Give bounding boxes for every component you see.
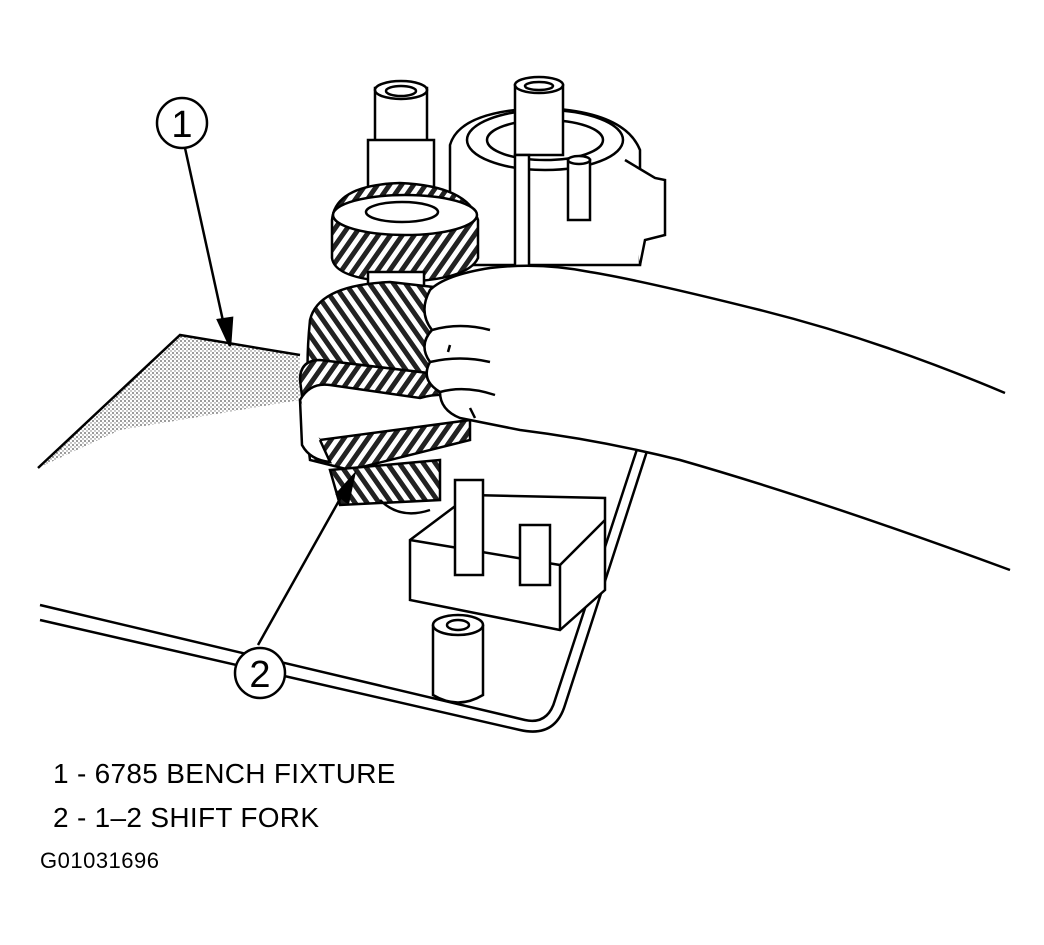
callout-2: 2 (233, 646, 287, 700)
fixture-post (431, 613, 485, 704)
fixture-block (408, 478, 607, 632)
leader-line-1 (183, 147, 234, 347)
callout-1-number: 1 (171, 104, 192, 146)
legend-separator: - (68, 802, 95, 833)
legend-separator: - (68, 758, 95, 789)
legend-item: 1 - 6785 BENCH FIXTURE (53, 752, 396, 796)
callout-1: 1 (155, 96, 209, 150)
countershaft-assembly (448, 75, 667, 267)
bench-fixture-plate (39, 439, 650, 733)
leader-line-2 (256, 470, 357, 646)
transmission-assembly-illustration: 1 2 (37, 75, 1011, 733)
legend: 1 - 6785 BENCH FIXTURE 2 - 1–2 SHIFT FOR… (53, 752, 396, 840)
technician-hand (423, 264, 1011, 572)
legend-item-label: 1–2 SHIFT FORK (94, 802, 320, 833)
figure-id: G01031696 (40, 848, 160, 873)
upper-helical-gear (330, 181, 480, 284)
legend-item: 2 - 1–2 SHIFT FORK (53, 796, 396, 840)
fixture-shaded-surface (37, 333, 301, 469)
legend-item-label: 6785 BENCH FIXTURE (94, 758, 396, 789)
callout-2-number: 2 (249, 654, 270, 696)
legend-item-number: 2 (53, 802, 69, 833)
legend-item-number: 1 (53, 758, 69, 789)
shift-rail (513, 153, 531, 277)
